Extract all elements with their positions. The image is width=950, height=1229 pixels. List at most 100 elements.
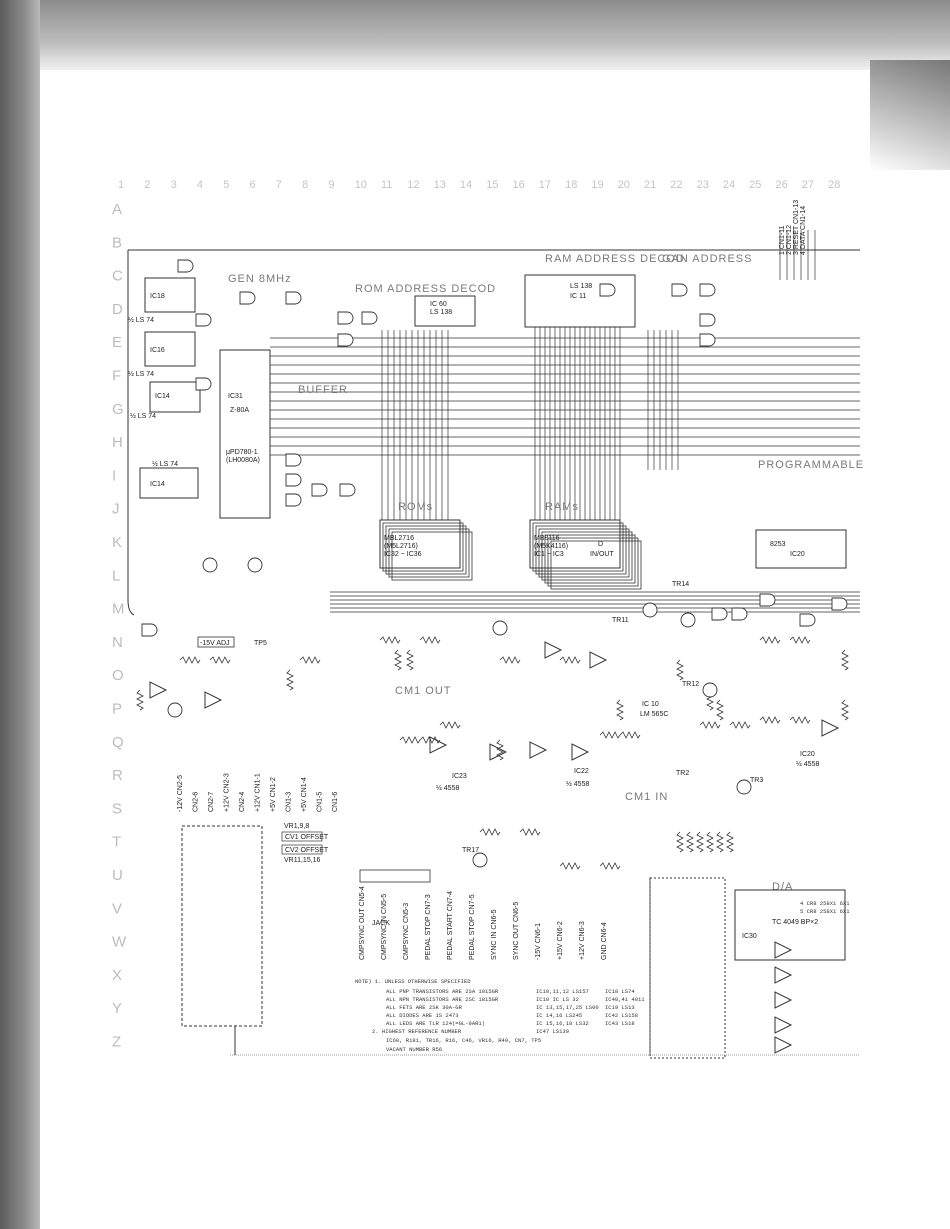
grid-row-I: I [112, 467, 116, 484]
resistor-symbol [716, 699, 724, 721]
ram-d-pin: D [598, 541, 603, 548]
ic-list-left-6: IC47 LS139 [536, 1028, 569, 1035]
power-jack-label: +12V CN2-3 [224, 773, 231, 812]
section-buffer: BUFFER [298, 384, 348, 396]
power-jack-label: CN2-7 [208, 792, 215, 812]
section-gen: GEN 8MHz [228, 273, 292, 285]
grid-row-P: P [112, 701, 122, 718]
ic18-type: ½ LS 74 [128, 316, 154, 324]
resistor-symbol [299, 656, 321, 664]
logic-gate [339, 483, 356, 497]
ram-part: MB8116 [534, 535, 560, 542]
power-jack-label: +5V CN1-4 [301, 777, 308, 812]
transistor-symbol [492, 620, 508, 636]
opamp-triangle [774, 941, 793, 959]
ic14-box [149, 381, 201, 413]
ic-list-left-5: IC 15,16,18 LS32 [536, 1020, 589, 1027]
ram-stack-outline [532, 522, 624, 572]
ram-stack-outline [547, 537, 639, 587]
ic14b-label: IC14 [150, 481, 165, 488]
ic14b-box [139, 467, 199, 499]
ic20-type: ½ 4558 [796, 760, 819, 768]
ic-list-left-4: IC 14,16 LS245 [536, 1012, 582, 1019]
cpu-alt-2: (LH0080A) [226, 457, 260, 464]
resistor-symbol [394, 649, 402, 671]
grid-row-T: T [112, 834, 121, 851]
bottom-jack-label: SYNC IN CN6-5 [491, 909, 498, 960]
grid-col-15: 15 [486, 179, 498, 191]
note-heading: NOTE) 1. UNLESS OTHERWISE SPECIFIED [355, 978, 471, 985]
opamp-triangle [821, 719, 840, 737]
bottom-jack-label: GND CN6-4 [601, 922, 608, 960]
transistor-symbol [680, 612, 696, 628]
resistor-symbol [499, 656, 521, 664]
resistor-symbol [676, 831, 684, 853]
grid-col-8: 8 [302, 179, 308, 191]
grid-row-B: B [112, 234, 122, 251]
ram-decoder-ref: IC 11 [570, 293, 586, 300]
scan-corner-shadow [870, 60, 950, 170]
resistor-symbol [706, 831, 714, 853]
section-roms: ROMs [398, 501, 433, 513]
grid-col-9: 9 [328, 179, 334, 191]
ic16-box [144, 331, 196, 367]
resistor-symbol [676, 659, 684, 681]
grid-row-L: L [112, 567, 120, 584]
jack-connector [359, 869, 431, 883]
ram-stack-outlines [382, 522, 642, 590]
transistor-symbol [472, 852, 488, 868]
logic-gate [699, 333, 716, 347]
logic-gate [361, 311, 378, 325]
ram-inout: IN/OUT [590, 551, 614, 558]
resistor-symbol [286, 669, 294, 691]
ic-list-right-3: IC19 LS13 [605, 1004, 635, 1011]
top-jack-label: 4 DATA CN1-14 [800, 206, 807, 255]
ic-list-right-1: IC18 LS74 [605, 988, 635, 995]
top-jack-label: 1 CN1-11 [779, 225, 786, 255]
ram-stack-outline [538, 528, 630, 578]
grid-row-S: S [112, 800, 122, 817]
logic-gate [285, 493, 302, 507]
logic-gate-group [141, 259, 848, 637]
ic18-label: IC18 [150, 293, 165, 300]
transistor-symbol [167, 702, 183, 718]
grid-col-3: 3 [171, 179, 177, 191]
logic-gate [337, 311, 354, 325]
cv1-vr-label: VR1,9,8 [284, 823, 309, 830]
grid-col-21: 21 [644, 179, 656, 191]
ic14-label: IC14 [155, 393, 170, 400]
grid-row-M: M [112, 601, 125, 618]
ic16-label: IC16 [150, 347, 165, 354]
resistor-symbol [519, 828, 541, 836]
left-border-line [127, 250, 135, 616]
grid-col-20: 20 [618, 179, 630, 191]
ppi-box [755, 529, 847, 569]
bottom-jack-label: CMPSYNC IN CN5-5 [381, 894, 388, 960]
logic-gate [285, 291, 302, 305]
dac-right-1: 4 CR8 258X1 6X1 [800, 900, 850, 907]
grid-col-2: 2 [144, 179, 150, 191]
grid-col-4: 4 [197, 179, 203, 191]
resistor-symbol [406, 649, 414, 671]
note-line-2-heading: 2. HIGHEST REFERENCE NUMBER [372, 1028, 462, 1035]
logic-gate [195, 313, 212, 327]
section-rams: RAMs [545, 501, 579, 513]
tr3-label: TR3 [750, 777, 763, 784]
ic14-type: ½ LS 74 [130, 412, 156, 420]
ic-list-right-2: IC40,41 4011 [605, 996, 645, 1003]
logic-gate [285, 453, 302, 467]
ic-list-left-2: IC10 IC LS 32 [536, 996, 579, 1003]
power-jack-label: CN2-4 [239, 792, 246, 812]
opamp-triangle [589, 651, 608, 669]
bottom-jack-label: CMPSYNC CN5-3 [403, 903, 410, 960]
ic-list-left-3: IC 13,15,17,25 LS00 [536, 1004, 599, 1011]
grid-row-Y: Y [112, 1000, 122, 1017]
top-jack-label: 2 CN1-12 [786, 225, 793, 255]
grid-row-N: N [112, 634, 123, 651]
grid-row-F: F [112, 368, 121, 385]
bottom-jack-label: CMPSYNC OUT CN5-4 [359, 886, 366, 960]
grid-col-17: 17 [539, 179, 551, 191]
